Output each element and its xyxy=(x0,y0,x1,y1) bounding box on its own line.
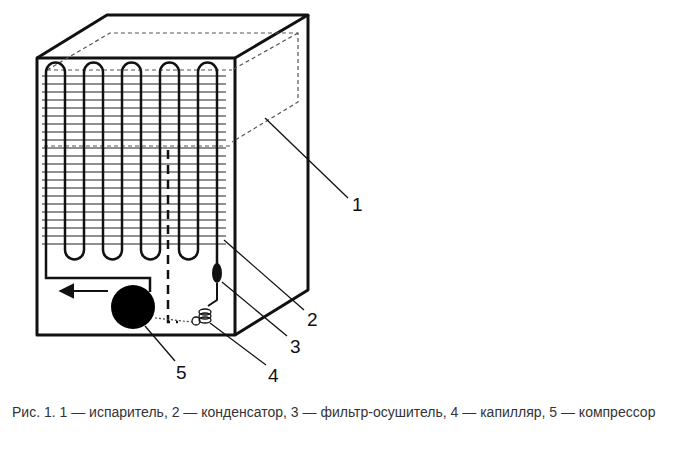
suction-line xyxy=(168,150,178,322)
cabinet-outline xyxy=(37,15,308,335)
capillary-line xyxy=(155,318,192,322)
compressor-symbol xyxy=(111,285,155,329)
figure-caption: Рис. 1. 1 — испаритель, 2 — конденсатор,… xyxy=(12,402,672,422)
callout-number: 2 xyxy=(307,309,318,331)
callout-number: 3 xyxy=(290,336,301,358)
condenser-tube xyxy=(46,63,217,260)
capillary-coil xyxy=(192,309,211,325)
leader-line xyxy=(145,118,348,365)
filter-drier-symbol xyxy=(212,263,222,283)
callout-number: 4 xyxy=(268,365,279,387)
callout-number: 1 xyxy=(352,194,363,216)
flow-arrow xyxy=(60,290,108,292)
callout-number: 5 xyxy=(176,362,187,384)
filter-pipe xyxy=(208,283,217,306)
condenser-tube xyxy=(46,63,217,260)
filter-pipe xyxy=(216,255,219,264)
evaporator-outline xyxy=(44,33,298,146)
